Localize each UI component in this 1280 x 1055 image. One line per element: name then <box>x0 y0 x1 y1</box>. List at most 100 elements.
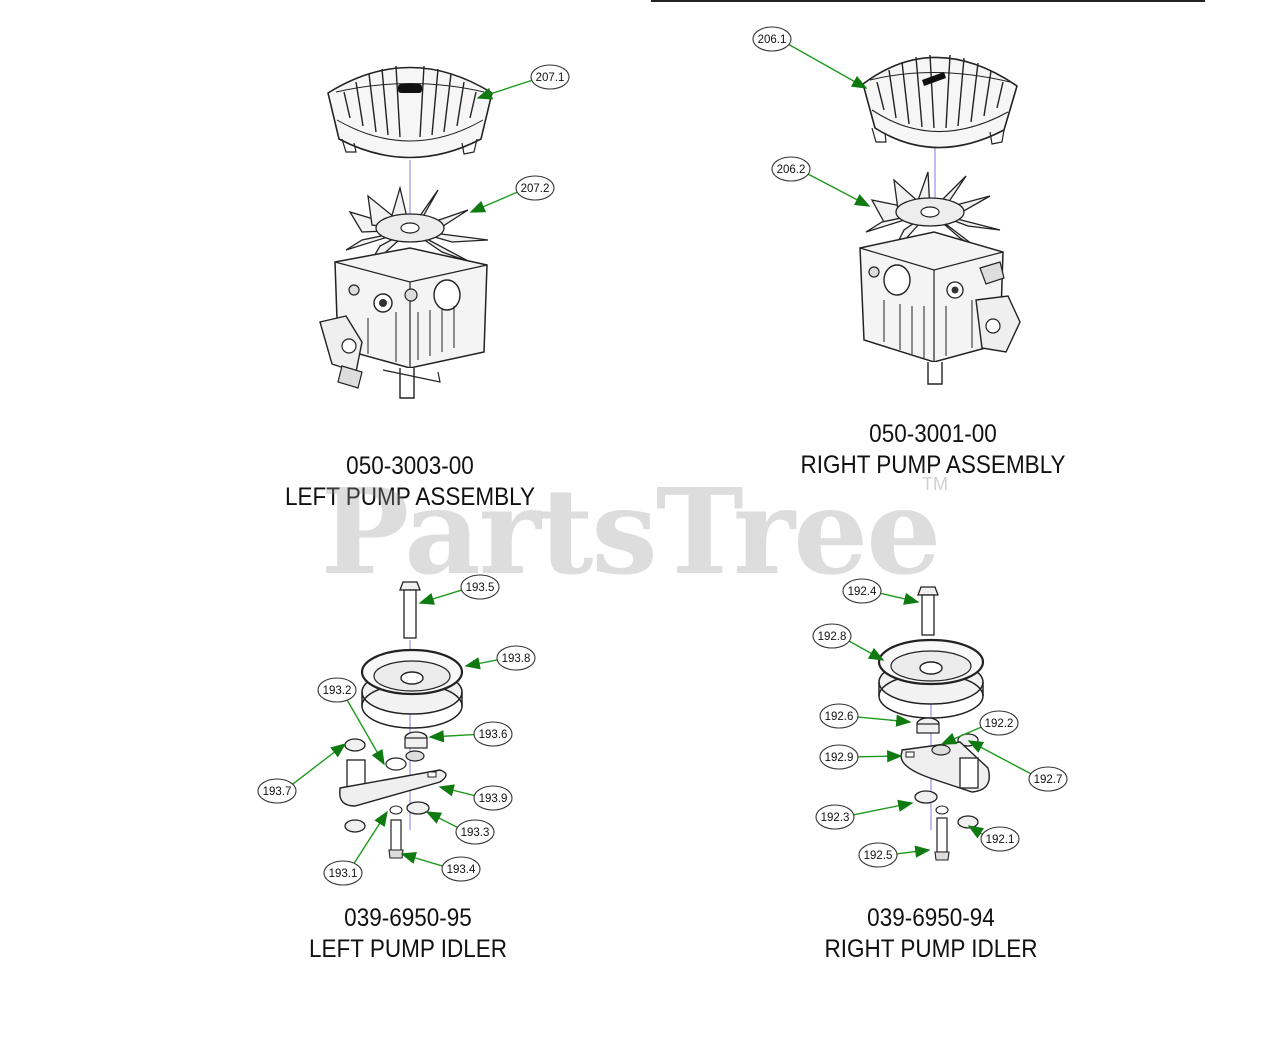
callout-label: 206.2 <box>777 164 806 176</box>
callout-193-1[interactable]: 193.1 <box>323 860 363 886</box>
callout-bubble <box>323 860 363 886</box>
callout-206-1[interactable]: 206.1 <box>752 26 792 52</box>
right-pump-idler-drawing <box>877 586 990 861</box>
callout-192-7[interactable]: 192.7 <box>1028 766 1068 792</box>
callout-label: 192.2 <box>985 718 1014 730</box>
callout-193-8[interactable]: 193.8 <box>496 645 536 671</box>
cooling-fan-cover-right <box>862 54 1018 149</box>
left-pump-idler-label: LEFT PUMP IDLER <box>309 935 507 963</box>
callout-bubble <box>979 710 1019 736</box>
callout-bubble <box>980 826 1020 852</box>
callout-label: 192.3 <box>821 812 850 824</box>
leader-line <box>880 592 920 605</box>
callout-label: 193.4 <box>447 864 476 876</box>
idler-pulley-right <box>877 638 985 719</box>
callout-label: 193.2 <box>323 685 352 697</box>
callout-label: 192.7 <box>1034 774 1063 786</box>
right-pump-assembly-drawing <box>859 54 1021 385</box>
callout-206-2[interactable]: 206.2 <box>771 156 811 182</box>
callout-193-9[interactable]: 193.9 <box>473 785 513 811</box>
callout-192-3[interactable]: 192.3 <box>815 804 855 830</box>
callout-bubble <box>819 744 859 770</box>
callout-193-3[interactable]: 193.3 <box>455 819 495 845</box>
leader-line <box>940 726 982 745</box>
callout-label: 193.5 <box>466 582 495 594</box>
callout-192-6[interactable]: 192.6 <box>819 703 859 729</box>
callout-label: 207.2 <box>521 183 550 195</box>
leader-line <box>896 845 931 858</box>
trademark-mark: TM <box>922 474 948 494</box>
callout-label: 193.7 <box>263 786 292 798</box>
callout-192-5[interactable]: 192.5 <box>858 842 898 868</box>
leader-line <box>292 743 347 785</box>
leader-line <box>353 810 388 864</box>
leader-line <box>346 699 385 766</box>
callout-192-2[interactable]: 192.2 <box>979 710 1019 736</box>
header-rule <box>651 0 1205 2</box>
callout-192-4[interactable]: 192.4 <box>842 578 882 604</box>
callout-leaders <box>292 43 1032 867</box>
idler-bolt-left <box>399 581 421 639</box>
leader-line <box>476 79 532 100</box>
callout-193-6[interactable]: 193.6 <box>473 721 513 747</box>
left-pump-assembly-label: LEFT PUMP ASSEMBLY <box>284 483 536 511</box>
callout-bubble <box>473 785 513 811</box>
leader-line <box>400 852 443 867</box>
leader-line <box>469 191 518 213</box>
right-pump-idler-label: RIGHT PUMP IDLER <box>824 935 1038 963</box>
leader-line <box>438 784 475 797</box>
callout-bubble <box>530 64 570 90</box>
callout-bubble <box>842 578 882 604</box>
callout-193-7[interactable]: 193.7 <box>257 778 297 804</box>
callout-bubble <box>815 804 855 830</box>
callout-207-1[interactable]: 207.1 <box>530 64 570 90</box>
callout-label: 192.5 <box>864 850 893 862</box>
callout-192-9[interactable]: 192.9 <box>819 744 859 770</box>
callout-label: 193.8 <box>502 653 531 665</box>
callout-bubble <box>752 26 792 52</box>
callout-bubble <box>496 645 536 671</box>
callout-bubble <box>1028 766 1068 792</box>
idler-bolt-right <box>917 586 939 636</box>
right-pump-assembly-label: RIGHT PUMP ASSEMBLY <box>800 451 1066 479</box>
callout-bubble <box>317 677 357 703</box>
callout-192-8[interactable]: 192.8 <box>812 623 852 649</box>
idler-arm-left <box>339 731 447 859</box>
leader-line <box>425 811 458 829</box>
partstree-watermark: PartsTree <box>320 462 942 601</box>
callout-193-2[interactable]: 193.2 <box>317 677 357 703</box>
left-pump-assembly-part-number: 050-3003-00 <box>346 452 474 480</box>
left-pump-idler-drawing <box>339 581 464 859</box>
callout-193-5[interactable]: 193.5 <box>460 574 500 600</box>
callout-192-1[interactable]: 192.1 <box>980 826 1020 852</box>
leader-line <box>807 173 871 207</box>
idler-arm-right <box>900 717 990 861</box>
right-pump-assembly-part-number: 050-3001-00 <box>869 420 997 448</box>
callout-label: 193.9 <box>479 793 508 805</box>
callout-bubble <box>771 156 811 182</box>
callout-193-4[interactable]: 193.4 <box>441 856 481 882</box>
callout-bubble <box>257 778 297 804</box>
left-pump-idler-part-number: 039-6950-95 <box>344 904 472 932</box>
leader-line <box>428 730 475 743</box>
leader-line <box>464 657 498 670</box>
callout-bubble <box>460 574 500 600</box>
leader-line <box>848 640 885 661</box>
callout-label: 192.6 <box>825 711 854 723</box>
callout-label: 192.8 <box>818 631 847 643</box>
callout-bubble <box>515 175 555 201</box>
callout-207-2[interactable]: 207.2 <box>515 175 555 201</box>
leader-line <box>967 825 985 839</box>
idler-pulley-left <box>360 648 464 729</box>
cooling-fan-cover-left <box>327 65 493 159</box>
right-pump-idler-part-number: 039-6950-94 <box>867 904 995 932</box>
callout-bubble <box>441 856 481 882</box>
callout-label: 207.1 <box>536 72 565 84</box>
callout-bubble <box>455 819 495 845</box>
pump-body-left <box>319 185 489 399</box>
leader-line <box>853 799 914 816</box>
leader-line <box>857 714 912 727</box>
leader-line <box>857 750 903 763</box>
